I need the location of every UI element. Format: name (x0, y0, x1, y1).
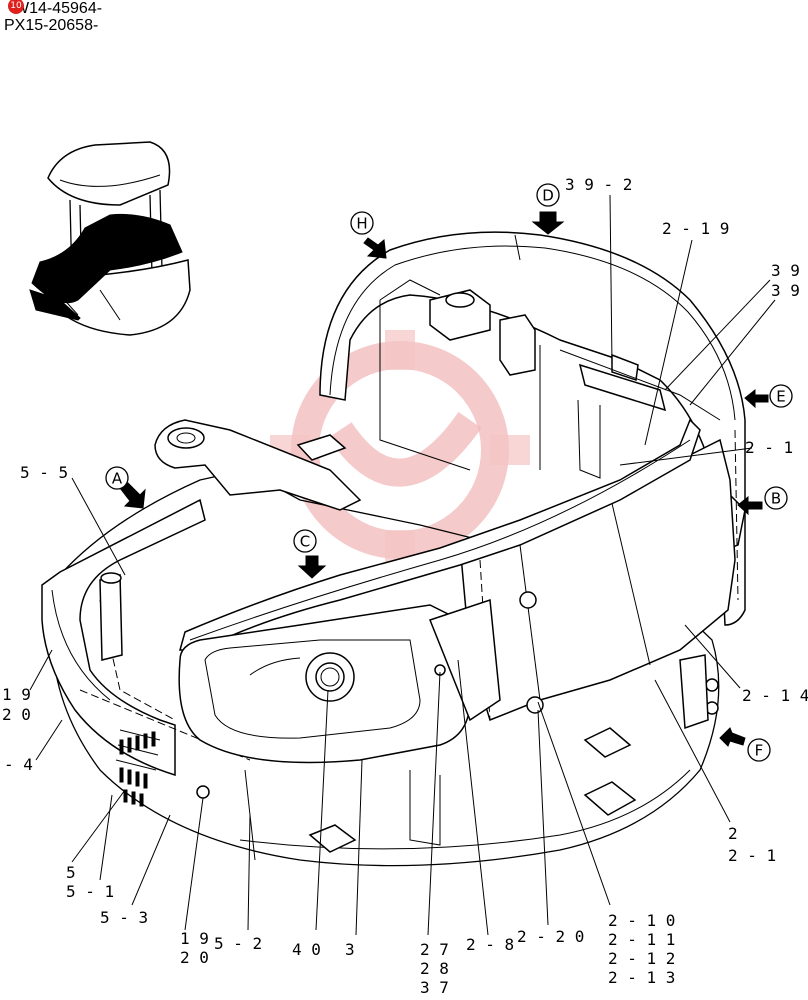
view-marker-c: C (293, 529, 317, 553)
label-39-2: 3 9 - 2 (565, 175, 632, 194)
svg-text:B: B (771, 490, 781, 508)
view-marker-b: B (764, 486, 788, 510)
swing-bracket (154, 419, 362, 511)
label-2-1: 2 - 1 (728, 846, 776, 865)
part-labels: 3 9 - 2 2 - 1 9 3 9 3 9 2 - 1 5 - 5 1 9 … (2, 175, 808, 997)
page-badge: 10 (8, 0, 24, 14)
label-5-1: 5 - 1 (66, 882, 114, 901)
label-2-19: 2 - 1 9 (662, 219, 729, 238)
view-marker-e: E (769, 384, 793, 408)
label-2-10: 2 - 1 0 (608, 911, 675, 930)
label-4: - 4 (4, 755, 33, 774)
view-arrows (119, 211, 769, 747)
svg-text:F: F (755, 742, 764, 760)
label-2-20: 2 - 2 0 (517, 927, 584, 946)
label-2: 2 (728, 824, 738, 843)
svg-text:H: H (356, 215, 367, 233)
view-marker-h: H (350, 211, 374, 235)
label-39-a: 3 9 (771, 261, 800, 280)
label-5-3: 5 - 3 (100, 908, 148, 927)
label-2-11: 2 - 1 1 (608, 930, 675, 949)
label-2-8: 2 - 8 (466, 935, 514, 954)
leader-lines (29, 194, 776, 936)
left-side-cover (41, 498, 256, 861)
label-40: 4 0 (292, 940, 321, 959)
serial-range-2: PX15-20658- (4, 17, 99, 34)
label-37: 3 7 (420, 978, 449, 997)
svg-text:C: C (300, 533, 310, 551)
view-markers: H D E B A C F (105, 183, 793, 762)
label-2-1x: 2 - 1 (745, 438, 793, 457)
label-2-12: 2 - 1 2 (608, 949, 675, 968)
serial-range-1: 10 W14-45964- (8, 0, 103, 18)
front-housing (178, 598, 501, 764)
label-19-b: 1 9 (180, 929, 209, 948)
label-19-left: 1 9 (2, 685, 31, 704)
label-2-13: 2 - 1 3 (608, 968, 675, 987)
label-2-14: 2 - 1 4 (742, 686, 808, 705)
label-20-b: 2 0 (180, 948, 209, 967)
svg-text:D: D (542, 187, 554, 205)
right-side-panel (459, 438, 736, 730)
serial-range-1-text: W14-45964- (14, 0, 103, 17)
label-27: 2 7 (420, 940, 449, 959)
front-cover-band (179, 418, 701, 651)
label-28: 2 8 (420, 959, 449, 978)
label-3: 3 (345, 940, 355, 959)
cab-thumbnail (29, 141, 191, 336)
view-marker-d: D (536, 183, 560, 207)
label-39-b: 3 9 (771, 281, 800, 300)
vent-slots (119, 731, 156, 807)
label-20-left: 2 0 (2, 705, 31, 724)
label-5: 5 (66, 863, 76, 882)
svg-text:A: A (112, 470, 123, 488)
view-marker-a: A (105, 466, 129, 490)
label-5-2: 5 - 2 (214, 934, 262, 953)
svg-text:E: E (776, 388, 785, 406)
label-5-5: 5 - 5 (20, 463, 68, 482)
view-marker-f: F (747, 738, 771, 762)
